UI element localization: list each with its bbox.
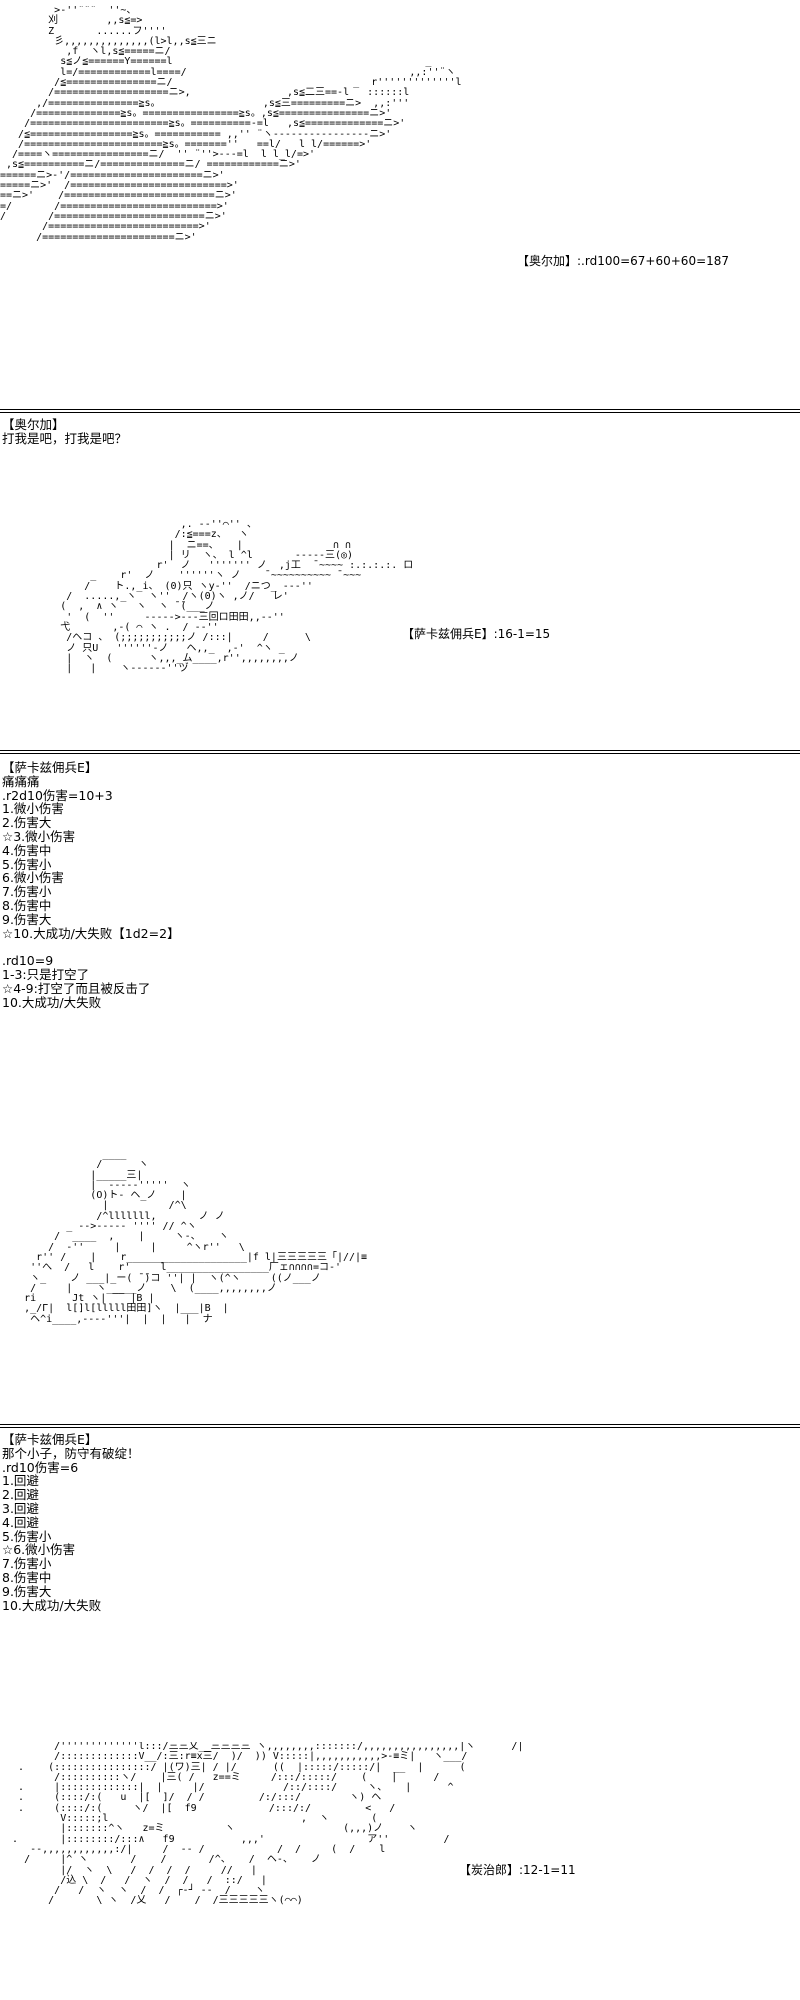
result-option: 3.回避 — [2, 1500, 39, 1516]
result-option: 1-3:只是打空了 — [2, 966, 90, 982]
result-option: 2.回避 — [2, 1487, 39, 1503]
result-option: 5.伤害小 — [2, 1528, 52, 1544]
ascii-art-panel-4: /'''''''''''''l:::/三三乂__三三三三 ヽ,,,,,,,,::… — [12, 1742, 524, 1907]
ascii-art-panel-3: ____ / ヽ |_____三| | ----‐''''' ヽ (O)ト- ヘ… — [24, 1150, 368, 1325]
speaker-name: 【萨卡兹佣兵E】 — [2, 760, 98, 775]
result-option: 1.回避 — [2, 1473, 39, 1489]
speaker-name: 【萨卡兹佣兵E】 — [2, 1432, 98, 1447]
dice-roll-line: .rd10伤害=6 — [2, 1459, 79, 1475]
roll-result-tanjiro: 【炭治郎】:12-1=11 — [459, 1863, 576, 1877]
section-divider — [0, 749, 800, 756]
dialogue-line: 痛痛痛 — [2, 773, 40, 789]
ascii-art-panel-2: ,. -‐''⌒'' 、 /:≦===z、 ヽ | ニ==、 | ∩ ∩ | リ… — [60, 520, 414, 675]
result-option: 8.伤害中 — [2, 1569, 52, 1585]
section-divider — [0, 1423, 800, 1430]
result-option: 10.大成功/大失败 — [2, 1597, 102, 1613]
roll-result-sarkaz-mercenary: 【萨卡兹佣兵E】:16-1=15 — [402, 627, 551, 641]
dialog-block-2: 【萨卡兹佣兵E】 痛痛痛 .r2d10伤害=10+3 1.微小伤害 2.伤害大 … — [2, 761, 792, 1009]
result-option: ☆3.微小伤害 — [2, 828, 76, 844]
dice-roll-line: .rd10=9 — [2, 953, 54, 969]
result-option: 7.伤害小 — [2, 1556, 52, 1572]
result-option: 7.伤害小 — [2, 884, 52, 900]
result-option: 4.回避 — [2, 1514, 39, 1530]
result-option: 5.伤害小 — [2, 856, 52, 872]
section-divider — [0, 408, 800, 415]
result-option: 8.伤害中 — [2, 897, 52, 913]
result-option: 9.伤害大 — [2, 911, 52, 927]
dice-roll-line: .r2d10伤害=10+3 — [2, 787, 113, 803]
ascii-art-panel-1: >-''¨¨¨ ''~、 刈 ,,s≦=> Z ......フ'''' 彡,,,… — [0, 6, 462, 243]
result-option: 1.微小伤害 — [2, 801, 64, 817]
speaker-name: 【奥尔加】 — [2, 417, 65, 432]
result-option: ☆10.大成功/大失败【1d2=2】 — [2, 925, 180, 941]
result-option: 2.伤害大 — [2, 815, 52, 831]
result-option: ☆4-9:打空了而且被反击了 — [2, 980, 151, 996]
result-option: 10.大成功/大失败 — [2, 994, 102, 1010]
result-option: 4.伤害中 — [2, 842, 52, 858]
dialog-block-3: 【萨卡兹佣兵E】 那个小子，防守有破绽！ .rd10伤害=6 1.回避 2.回避… — [2, 1433, 792, 1612]
dialogue-line: 那个小子，防守有破绽！ — [2, 1445, 140, 1461]
roll-result-orga: 【奥尔加】:.rd100=67+60+60=187 — [517, 254, 730, 268]
dialogue-line: 打我是吧，打我是吧？ — [2, 430, 128, 446]
result-option: 6.微小伤害 — [2, 870, 64, 886]
result-option: ☆6.微小伤害 — [2, 1542, 76, 1558]
result-option: 9.伤害大 — [2, 1583, 52, 1599]
spacer — [2, 940, 792, 954]
dialog-block-1: 【奥尔加】 打我是吧，打我是吧？ — [2, 418, 792, 446]
